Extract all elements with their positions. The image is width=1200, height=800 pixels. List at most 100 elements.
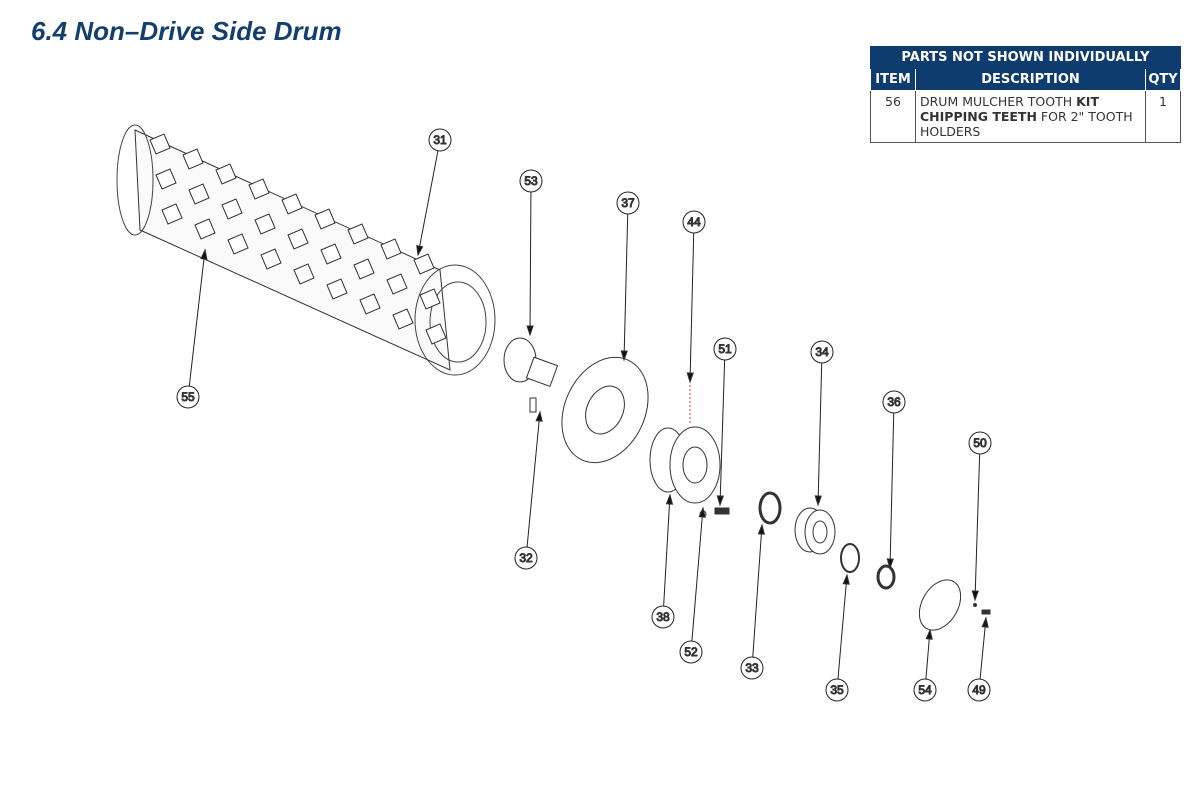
- hub-part-53: [503, 337, 559, 413]
- callout-circle: [616, 191, 640, 215]
- callout-number: 52: [684, 645, 698, 659]
- arrowhead: [665, 493, 674, 505]
- callout-33: 33: [740, 523, 766, 680]
- arrowhead: [757, 523, 766, 535]
- arrowhead: [620, 350, 628, 362]
- arrowhead: [535, 410, 543, 422]
- callout-circle: [967, 678, 991, 702]
- tooth-holder: [347, 223, 369, 245]
- callout-number: 33: [745, 661, 759, 675]
- desc-bold: KIT CHIPPING TEETH: [920, 94, 1099, 124]
- tooth-holder: [413, 253, 435, 275]
- part-49: [981, 609, 991, 615]
- callout-circle: [740, 656, 764, 680]
- callout-32: 32: [514, 410, 543, 570]
- callout-51: 51: [713, 337, 737, 507]
- arrowhead: [526, 325, 534, 337]
- callout-number: 44: [687, 215, 701, 229]
- arrowhead: [698, 506, 706, 518]
- callout-circle: [514, 546, 538, 570]
- callout-44: 44: [682, 210, 706, 384]
- callout-number: 51: [718, 342, 732, 356]
- leader-line: [974, 453, 981, 601]
- drum-part-55: [116, 124, 496, 376]
- arrowhead: [686, 372, 694, 384]
- arrowhead: [981, 616, 989, 628]
- callout-number: 49: [972, 683, 986, 697]
- ring-part-36: [876, 564, 896, 590]
- callout-number: 32: [519, 551, 533, 565]
- tooth-holder: [320, 243, 342, 265]
- callout-circle: [519, 169, 543, 193]
- callout-circle: [651, 605, 675, 629]
- callout-circle: [428, 128, 452, 152]
- arrowhead: [925, 628, 933, 640]
- bolt-part-51: [714, 507, 730, 515]
- leader-line: [979, 617, 987, 680]
- callout-34: 34: [810, 340, 834, 507]
- tooth-holder: [215, 163, 237, 185]
- tooth-holder: [194, 218, 216, 240]
- leader-line: [889, 412, 895, 569]
- callout-circle: [679, 640, 703, 664]
- tooth-holder: [260, 248, 282, 270]
- arrowhead: [886, 558, 894, 570]
- callout-38: 38: [651, 493, 675, 629]
- callout-circle: [882, 390, 906, 414]
- arrowhead: [842, 573, 850, 585]
- desc-text-post: FOR 2" TOOTH HOLDERS: [920, 109, 1133, 139]
- callout-53: 53: [519, 169, 543, 337]
- callout-circle: [810, 340, 834, 364]
- tooth-holder: [353, 258, 375, 280]
- callout-55: 55: [176, 248, 208, 409]
- callout-50: 50: [968, 431, 992, 602]
- callout-number: 31: [433, 133, 447, 147]
- housing-part-38: [649, 426, 721, 504]
- bearing-part-34: [794, 507, 836, 555]
- col-item: ITEM: [870, 68, 916, 91]
- arrowhead: [716, 495, 724, 507]
- tooth-holder: [314, 208, 336, 230]
- tooth-holder: [221, 198, 243, 220]
- callout-31: 31: [416, 128, 452, 257]
- tooth-holder: [188, 183, 210, 205]
- arrowhead: [971, 590, 979, 602]
- ring-part-35: [840, 543, 860, 573]
- callout-circle: [713, 337, 737, 361]
- callout-circle: [682, 210, 706, 234]
- callout-number: 34: [815, 345, 829, 359]
- tooth-holder: [419, 288, 441, 310]
- callout-49: 49: [967, 616, 991, 702]
- tooth-holder: [392, 308, 414, 330]
- leader-line: [526, 411, 541, 548]
- tooth-holder: [380, 238, 402, 260]
- page-title: 6.4 Non–Drive Side Drum: [31, 16, 342, 46]
- leader-line: [188, 249, 206, 387]
- callout-number: 55: [181, 390, 195, 404]
- tooth-holder: [155, 168, 177, 190]
- callout-circle: [968, 431, 992, 455]
- callout-37: 37: [616, 191, 640, 362]
- tooth-holder: [161, 203, 183, 225]
- tooth-holder: [293, 263, 315, 285]
- callout-number: 50: [973, 436, 987, 450]
- leader-line: [623, 213, 629, 361]
- description-cell: DRUM MULCHER TOOTH KIT CHIPPING TEETH FO…: [915, 90, 1146, 143]
- callout-circle: [825, 678, 849, 702]
- tooth-holder: [149, 133, 171, 155]
- disc-part-37: [561, 356, 649, 464]
- arrowhead: [814, 495, 822, 507]
- arrowhead: [416, 244, 424, 257]
- tooth-holder: [227, 233, 249, 255]
- leader-line: [529, 191, 532, 336]
- tooth-holder: [182, 148, 204, 170]
- callout-52: 52: [679, 506, 706, 664]
- callout-circle: [913, 678, 937, 702]
- callout-number: 53: [524, 174, 538, 188]
- callout-circle: [176, 385, 200, 409]
- callout-number: 37: [621, 196, 635, 210]
- arrowhead: [200, 248, 208, 260]
- leader-line: [719, 359, 726, 506]
- parts-not-shown-table: PARTS NOT SHOWN INDIVIDUALLY ITEM DESCRI…: [870, 46, 1181, 143]
